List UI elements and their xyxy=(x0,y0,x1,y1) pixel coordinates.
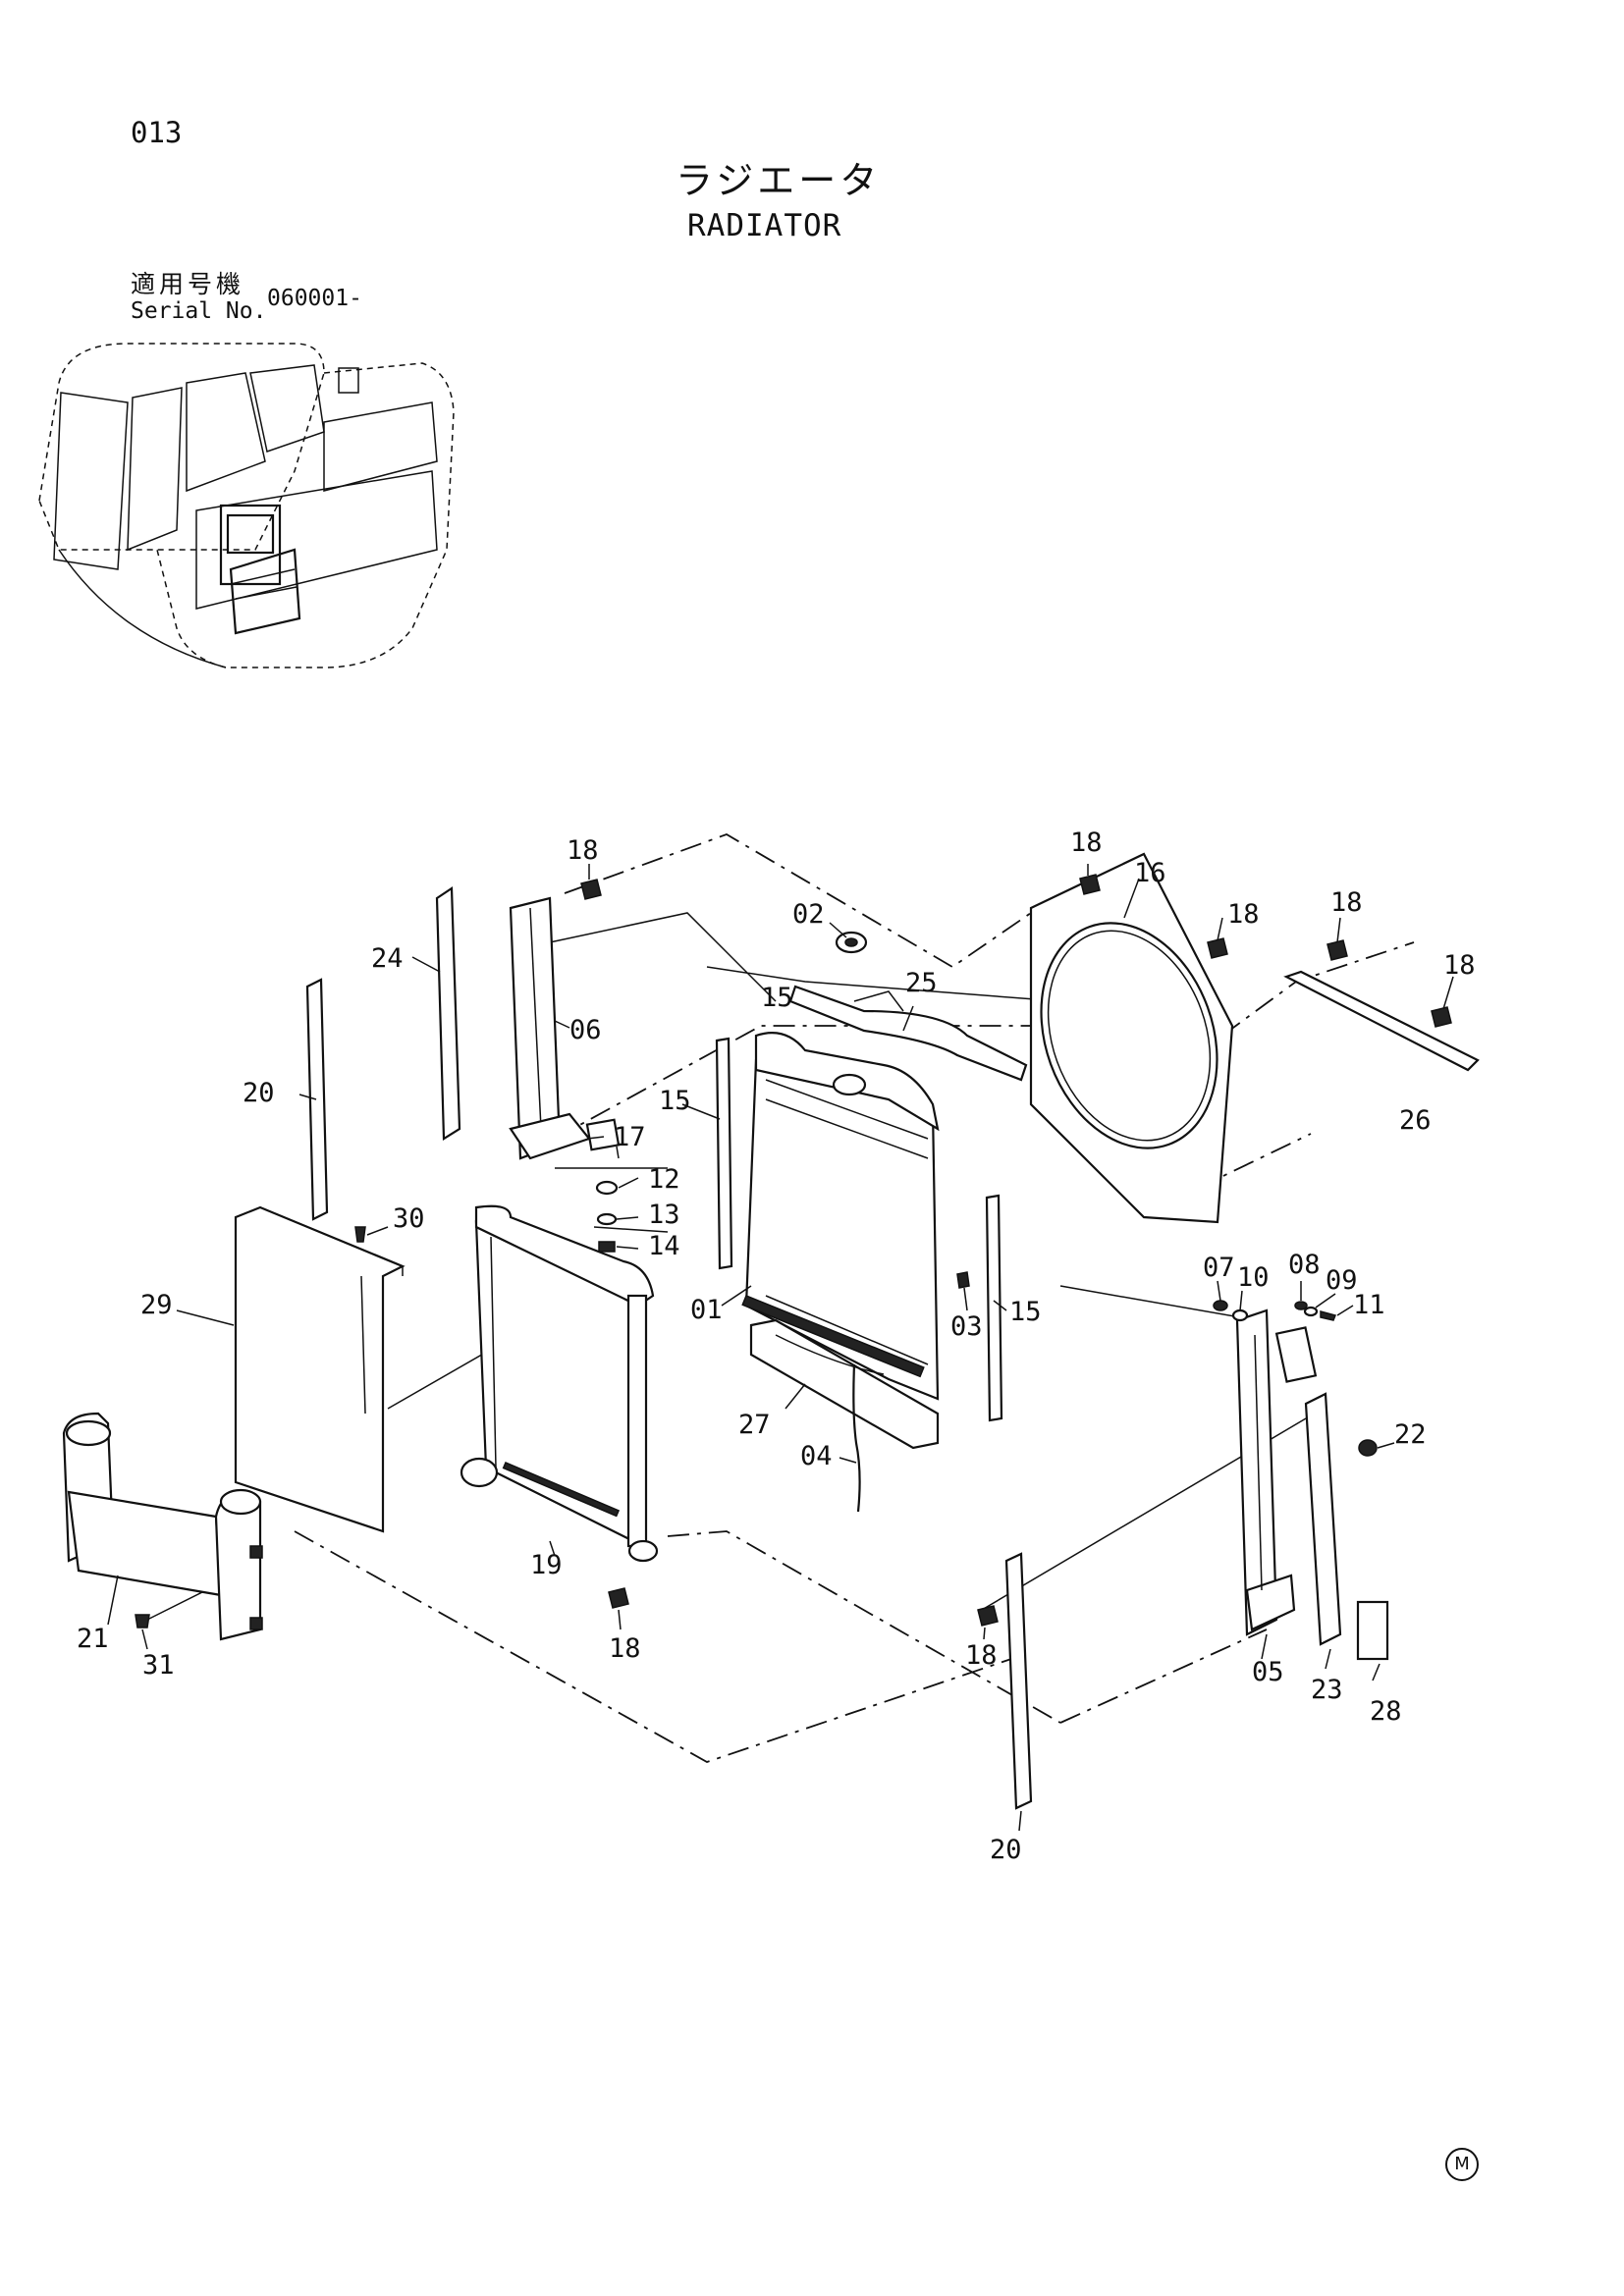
part-17-block xyxy=(585,1118,621,1151)
label-10: 10 xyxy=(1237,1262,1270,1293)
part-20-strip-left xyxy=(305,978,329,1221)
part-05-bracket xyxy=(1235,1308,1278,1636)
part-30-clip xyxy=(354,1226,366,1243)
label-18: 18 xyxy=(965,1640,998,1671)
part-11-bolt xyxy=(1320,1310,1337,1321)
label-24: 24 xyxy=(371,943,404,974)
part-08-washer xyxy=(1294,1301,1308,1310)
part-04-hose xyxy=(852,1363,861,1513)
label-12: 12 xyxy=(648,1164,680,1195)
page-code: 013 xyxy=(131,116,183,149)
label-15: 15 xyxy=(761,983,793,1013)
label-19: 19 xyxy=(530,1550,563,1580)
part-12-cushion xyxy=(595,1180,619,1196)
part-19-cooler-frame xyxy=(460,1204,659,1563)
label-14: 14 xyxy=(648,1231,680,1261)
label-18: 18 xyxy=(609,1633,641,1664)
label-11: 11 xyxy=(1353,1290,1385,1320)
part-24-strip xyxy=(435,885,461,1141)
title-japanese: ラジエータ xyxy=(676,159,882,202)
label-16: 16 xyxy=(1134,858,1166,888)
part-22-nut xyxy=(1358,1439,1378,1457)
label-03: 03 xyxy=(950,1311,983,1342)
label-08: 08 xyxy=(1288,1250,1321,1280)
part-01-radiator xyxy=(741,1032,940,1401)
part-21-duct xyxy=(62,1412,263,1641)
part-14-nut xyxy=(598,1241,616,1253)
label-04: 04 xyxy=(800,1441,833,1471)
label-05: 05 xyxy=(1252,1657,1284,1687)
part-31-bolt xyxy=(135,1614,150,1629)
maker-mark-icon: M xyxy=(1445,2148,1479,2181)
label-23: 23 xyxy=(1311,1675,1343,1705)
label-26: 26 xyxy=(1399,1105,1432,1136)
part-09-washer xyxy=(1303,1306,1319,1317)
part-10-washer xyxy=(1231,1308,1249,1322)
title-english: RADIATOR xyxy=(687,208,842,243)
label-22: 22 xyxy=(1394,1419,1427,1450)
part-07-washer xyxy=(1213,1300,1228,1311)
label-31: 31 xyxy=(142,1650,175,1681)
part-18-bolts xyxy=(580,874,1452,1627)
label-18: 18 xyxy=(1227,899,1260,930)
label-21: 21 xyxy=(77,1624,109,1654)
label-01: 01 xyxy=(690,1295,723,1325)
part-27-support xyxy=(749,1318,940,1450)
label-30: 30 xyxy=(393,1203,425,1234)
label-18: 18 xyxy=(1330,887,1363,918)
part-13-washer xyxy=(596,1212,618,1226)
label-27: 27 xyxy=(738,1410,771,1440)
label-25: 25 xyxy=(905,968,938,998)
label-28: 28 xyxy=(1370,1696,1402,1727)
serial-label-english: Serial No. xyxy=(131,298,267,324)
label-15: 15 xyxy=(659,1086,691,1116)
label-06: 06 xyxy=(569,1015,602,1045)
part-15-strip-left xyxy=(715,1037,733,1270)
label-02: 02 xyxy=(792,899,825,930)
part-16-fan-shroud xyxy=(1029,852,1234,1224)
excavator-location-thumbnail xyxy=(38,343,455,668)
callout-labels: 18 18 16 18 18 18 02 25 24 06 15 20 15 2… xyxy=(77,828,1476,1865)
part-23-strip xyxy=(1304,1392,1342,1646)
label-17: 17 xyxy=(614,1122,646,1152)
label-18: 18 xyxy=(1070,828,1103,858)
label-20: 20 xyxy=(243,1078,275,1108)
label-18: 18 xyxy=(567,835,599,866)
leader-lines xyxy=(107,864,1454,1832)
label-18: 18 xyxy=(1443,950,1476,981)
part-25-bracket xyxy=(788,985,1028,1082)
part-28-block xyxy=(1356,1600,1389,1661)
label-13: 13 xyxy=(648,1200,680,1230)
part-03-plug xyxy=(956,1271,970,1289)
label-20: 20 xyxy=(990,1835,1022,1865)
label-07: 07 xyxy=(1203,1253,1235,1283)
label-29: 29 xyxy=(140,1290,173,1320)
label-09: 09 xyxy=(1326,1265,1358,1296)
serial-label-japanese: 適用号機 xyxy=(131,270,245,298)
label-15: 15 xyxy=(1009,1297,1042,1327)
part-20-strip-right xyxy=(1004,1552,1033,1810)
part-15-strip-right xyxy=(985,1194,1003,1422)
serial-number-value: 060001- xyxy=(267,286,362,311)
